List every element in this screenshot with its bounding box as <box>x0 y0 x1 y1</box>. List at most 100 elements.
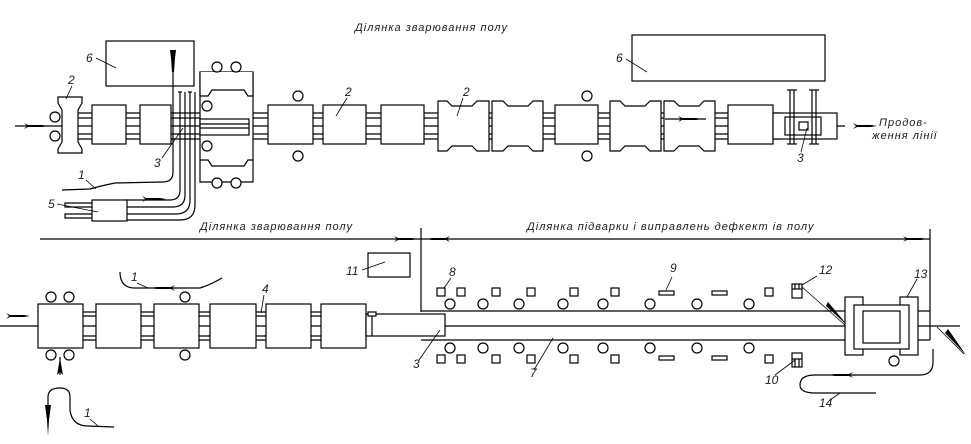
svg-text:5: 5 <box>48 197 55 211</box>
unit-5 <box>91 199 128 222</box>
svg-text:2: 2 <box>462 85 470 99</box>
svg-text:6: 6 <box>616 51 623 65</box>
top-line: Ділянка зварювання полу <box>15 22 938 222</box>
sensor <box>569 354 579 364</box>
stand <box>320 303 367 349</box>
bottom-right-title: Ділянка підварки і виправлень дефкект ів… <box>525 221 815 233</box>
forming-stand <box>139 104 172 145</box>
sensor <box>610 354 620 364</box>
svg-text:3: 3 <box>413 357 420 371</box>
stand <box>380 104 425 145</box>
sensor <box>526 354 536 364</box>
sensor <box>569 287 579 297</box>
svg-text:8: 8 <box>449 265 456 279</box>
bottom-callouts: 1 4 11 3 1 8 9 7 12 13 10 14 <box>84 261 928 427</box>
clamp <box>711 290 728 296</box>
top-section-title: Ділянка зварювання полу <box>353 22 508 34</box>
roller <box>513 342 525 354</box>
outlet-arrow-icon <box>945 329 966 355</box>
roller <box>743 342 755 354</box>
clamp <box>711 355 728 361</box>
svg-text:1: 1 <box>84 406 91 420</box>
roller <box>444 298 456 310</box>
roller <box>743 298 755 310</box>
sizing-rolls <box>437 90 716 162</box>
roller <box>477 298 489 310</box>
pinch-roll-stand <box>57 96 83 154</box>
unit-12 <box>791 283 803 299</box>
stand <box>727 104 774 145</box>
weld-electrode <box>199 118 250 136</box>
control-unit-6 <box>631 34 826 82</box>
dimension-arrow-icon <box>903 236 927 242</box>
svg-text:3: 3 <box>154 156 161 170</box>
svg-text:2: 2 <box>344 85 352 99</box>
sensor <box>436 354 446 364</box>
top-callouts: 2 6 3 1 5 2 2 6 3 <box>48 51 808 213</box>
roller <box>513 298 525 310</box>
sensor <box>456 354 466 364</box>
forming-stand <box>91 104 127 145</box>
weld-frame-profile <box>200 89 253 167</box>
flow-arrow-icon <box>829 372 853 378</box>
flow-arrow-icon <box>151 285 175 291</box>
down-arrow-icon <box>45 405 51 436</box>
svg-text:1: 1 <box>78 168 85 182</box>
continuation-label-2: ження лінії <box>871 130 938 142</box>
sensor <box>436 287 446 297</box>
roller <box>557 342 569 354</box>
roller <box>557 298 569 310</box>
bottom-left-title: Ділянка зварювання полу <box>198 221 353 233</box>
sensor-3 <box>798 121 809 131</box>
diagonal-arrow-icon <box>826 302 848 326</box>
dimension-arrow-icon <box>394 236 418 242</box>
svg-text:14: 14 <box>819 396 833 410</box>
stand <box>267 104 314 145</box>
roller <box>644 342 656 354</box>
svg-text:10: 10 <box>765 373 779 387</box>
electrode-bundle <box>61 91 196 221</box>
svg-text:12: 12 <box>819 263 833 277</box>
up-arrow-icon <box>170 50 176 72</box>
stand <box>37 303 84 349</box>
roller <box>49 130 61 142</box>
unit-5-leads <box>64 202 92 219</box>
svg-text:6: 6 <box>86 51 93 65</box>
flow-arrow-icon <box>142 196 166 202</box>
roller <box>477 342 489 354</box>
clamps <box>787 89 819 145</box>
roller <box>444 342 456 354</box>
strip-path <box>47 387 115 428</box>
control-unit-6 <box>105 40 195 87</box>
stand <box>322 104 367 145</box>
guide-3 <box>365 313 446 337</box>
clamp <box>658 290 675 296</box>
clamp <box>658 355 675 361</box>
unit-10 <box>791 352 803 368</box>
dimension-arrow-icon <box>426 236 450 242</box>
sensor <box>526 287 536 297</box>
inlet-arrow-icon <box>24 123 48 129</box>
sensor <box>456 287 466 297</box>
svg-text:7: 7 <box>530 366 538 380</box>
svg-text:2: 2 <box>67 73 75 87</box>
roller <box>597 298 609 310</box>
inlet-arrow-icon <box>6 313 30 319</box>
svg-text:11: 11 <box>346 264 358 278</box>
roller <box>49 111 61 123</box>
strip-path <box>799 349 934 394</box>
sensor <box>610 287 620 297</box>
svg-text:9: 9 <box>670 261 677 275</box>
roller <box>644 298 656 310</box>
sensor <box>491 287 501 297</box>
bottom-line: Ділянка зварювання полу Ділянка підварки… <box>0 221 966 436</box>
stand <box>209 303 257 349</box>
svg-text:4: 4 <box>262 282 269 296</box>
outlet-arrow-icon <box>853 123 877 129</box>
sensor <box>764 287 774 297</box>
svg-text:3: 3 <box>797 151 804 165</box>
sensor <box>764 354 774 364</box>
stand <box>153 303 200 349</box>
roller <box>691 342 703 354</box>
